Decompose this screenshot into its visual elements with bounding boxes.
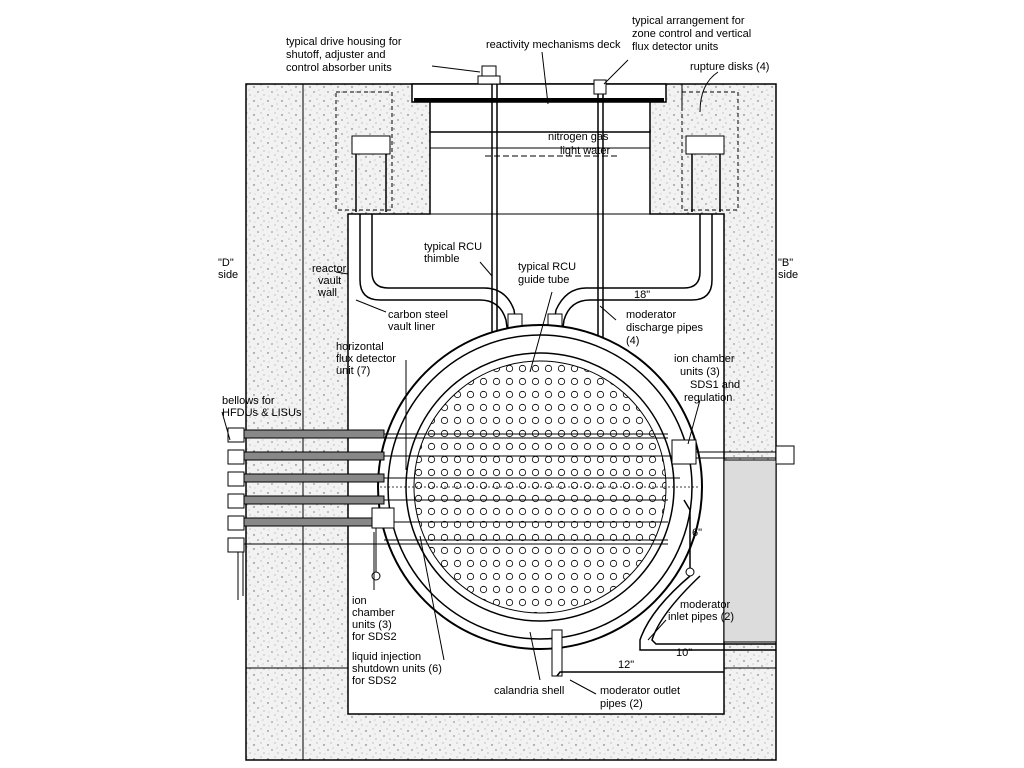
label-line: moderator — [626, 309, 676, 321]
label-line: "B" — [778, 257, 793, 269]
label-line: for SDS2 — [352, 675, 397, 687]
label-calandria-shell: calandria shell — [494, 685, 564, 697]
label-line: ion — [352, 595, 367, 607]
label-line: regulation — [684, 392, 732, 404]
label-d-side: "D" side — [218, 257, 238, 281]
label-bellows: bellows for HFDUs & LISUs — [222, 395, 302, 419]
label-line: unit (7) — [336, 365, 370, 377]
label-line: flux detector units — [632, 41, 719, 53]
label-line: inlet pipes (2) — [668, 611, 734, 623]
label-line: moderator — [680, 599, 730, 611]
label-line: typical drive housing for — [286, 36, 402, 48]
label-line: rupture disks (4) — [690, 61, 769, 73]
label-line: wall — [317, 287, 337, 299]
label-line: nitrogen gas — [548, 131, 609, 143]
label-line: horizontal — [336, 341, 384, 353]
label-outlet-pipes: moderator outlet pipes (2) — [600, 685, 680, 710]
label-line: units (3) — [352, 619, 392, 631]
label-line: flux detector — [336, 353, 396, 365]
label-line: reactor — [312, 263, 347, 275]
label-line: carbon steel — [388, 309, 448, 321]
label-horizontal-flux: horizontal flux detector unit (7) — [336, 341, 396, 377]
label-vault-wall: reactor vault wall — [312, 263, 347, 299]
label-b-side: "B" side — [778, 257, 798, 281]
label-line: typical RCU — [424, 241, 482, 253]
label-line: liquid injection — [352, 651, 421, 663]
drive-housing — [477, 65, 607, 95]
label-line: "D" — [218, 257, 234, 269]
label-line: SDS1 and — [690, 379, 740, 391]
label-line: ion chamber — [674, 353, 735, 365]
label-line: side — [778, 269, 798, 281]
label-line: shutoff, adjuster and — [286, 49, 385, 61]
label-line: pipes (2) — [600, 698, 643, 710]
label-rcu-thimble: typical RCU thimble — [424, 241, 482, 265]
label-line: chamber — [352, 607, 395, 619]
horizontal-flux-and-lisu-units — [227, 427, 680, 600]
calandria-vessel — [377, 324, 703, 650]
label-ion-sds1: ion chamber units (3) SDS1 and regulatio… — [674, 353, 740, 404]
label-drive-housing: typical drive housing for shutoff, adjus… — [286, 36, 402, 74]
label-line: for SDS2 — [352, 631, 397, 643]
label-line: guide tube — [518, 274, 569, 286]
moderator-outlet-pipes — [551, 629, 724, 677]
label-nitrogen-water: nitrogen gas light water — [548, 131, 610, 157]
label-discharge-pipes: moderator discharge pipes (4) — [626, 309, 704, 347]
label-line: moderator outlet — [600, 685, 680, 697]
label-mechanisms-deck: reactivity mechanisms deck — [486, 39, 621, 51]
label-line: control absorber units — [286, 62, 392, 74]
label-line: light water — [560, 145, 610, 157]
moderator-inlet-pipes — [639, 575, 776, 651]
label-line: thimble — [424, 253, 459, 265]
label-line: bellows for — [222, 395, 275, 407]
label-line: typical RCU — [518, 261, 576, 273]
label-liquid-injection: liquid injection shutdown units (6) for … — [352, 651, 442, 687]
label-line: typical arrangement for — [632, 15, 745, 27]
label-line: (4) — [626, 335, 639, 347]
label-line: vault — [318, 275, 341, 287]
label-carbon-liner: carbon steel vault liner — [388, 309, 448, 333]
label-zone-control: typical arrangement for zone control and… — [632, 15, 751, 53]
ion-chamber-right — [671, 439, 795, 577]
dimension-10in: 10" — [676, 647, 692, 659]
label-line: HFDUs & LISUs — [222, 407, 302, 419]
label-ion-sds2: ion chamber units (3) for SDS2 — [352, 595, 397, 643]
label-line: discharge pipes — [626, 322, 704, 334]
leader-lines — [221, 51, 719, 695]
label-line: units (3) — [680, 366, 720, 378]
label-rupture-disks: rupture disks (4) — [690, 61, 769, 73]
dimension-12in: 12" — [618, 659, 634, 671]
label-line: calandria shell — [494, 685, 564, 697]
label-line: side — [218, 269, 238, 281]
label-line: reactivity mechanisms deck — [486, 39, 621, 51]
dimension-18in: 18" — [634, 289, 650, 301]
label-line: zone control and vertical — [632, 28, 751, 40]
label-line: vault liner — [388, 321, 435, 333]
label-rcu-guide: typical RCU guide tube — [518, 261, 576, 286]
label-line: shutdown units (6) — [352, 663, 442, 675]
label-inlet-pipes: moderator inlet pipes (2) — [668, 599, 734, 623]
dimension-6in: 6" — [692, 527, 702, 539]
